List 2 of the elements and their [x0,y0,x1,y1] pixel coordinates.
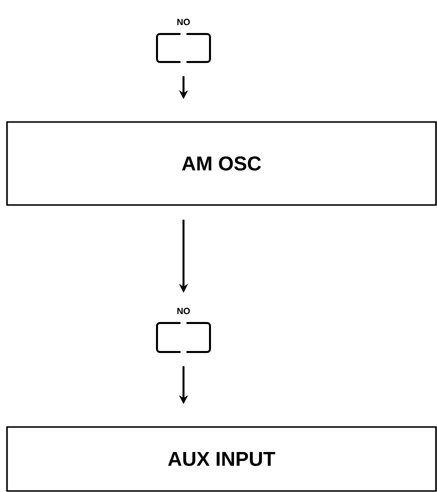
label-box: AM OSC [6,121,437,206]
label-box: AUX INPUT [6,426,437,492]
